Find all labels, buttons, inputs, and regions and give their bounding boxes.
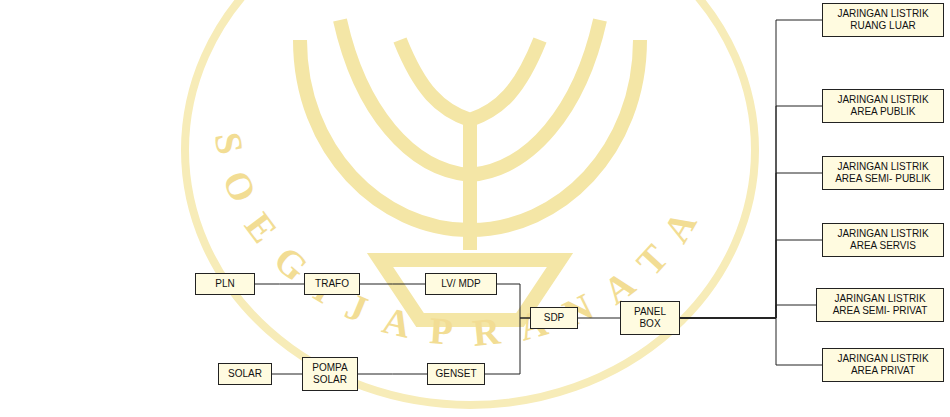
network-box: JARINGAN LISTRIK RUANG LUAR xyxy=(822,3,944,37)
box-label: LV/ MDP xyxy=(441,278,480,290)
network-box: JARINGAN LISTRIK AREA SEMI- PUBLIK xyxy=(822,156,944,190)
box-label: GENSET xyxy=(435,368,476,380)
component-box: GENSET xyxy=(427,363,485,385)
wire-connector xyxy=(485,318,530,374)
wire-connector xyxy=(360,284,425,285)
box-label: JARINGAN LISTRIK AREA PUBLIK xyxy=(827,94,939,118)
box-label: JARINGAN LISTRIK AREA SEMI- PRIVAT xyxy=(821,293,939,317)
wire-connector xyxy=(255,284,304,285)
network-box: JARINGAN LISTRIK AREA SERVIS xyxy=(822,223,944,257)
box-label: PANEL BOX xyxy=(625,306,675,330)
logo-shape xyxy=(300,20,640,320)
logo-ring xyxy=(185,0,755,405)
component-box: PLN xyxy=(195,273,255,295)
box-label: PLN xyxy=(215,278,234,290)
wire-connector xyxy=(578,318,620,319)
watermark-text: SOEGIJAPRANATA xyxy=(207,129,716,354)
box-label: POMPA SOLAR xyxy=(307,362,353,386)
box-label: SDP xyxy=(544,312,565,324)
component-box: PANEL BOX xyxy=(620,301,680,335)
box-label: JARINGAN LISTRIK RUANG LUAR xyxy=(827,8,939,32)
box-label: JARINGAN LISTRIK AREA SEMI- PUBLIK xyxy=(827,161,939,185)
watermark-text-group: SOEGIJAPRANATA xyxy=(207,129,716,354)
wire-connector xyxy=(680,20,822,318)
box-label: JARINGAN LISTRIK AREA PRIVAT xyxy=(827,353,939,377)
component-box: POMPA SOLAR xyxy=(302,357,358,391)
wire-connector xyxy=(680,318,822,365)
wire-connector xyxy=(680,173,822,318)
box-label: JARINGAN LISTRIK AREA SERVIS xyxy=(827,228,939,252)
wire-connector xyxy=(680,240,822,318)
network-box: JARINGAN LISTRIK AREA SEMI- PRIVAT xyxy=(816,288,944,322)
wire-connector xyxy=(680,305,816,318)
component-box: TRAFO xyxy=(304,273,360,295)
box-label: TRAFO xyxy=(315,278,349,290)
wire-connector xyxy=(497,284,530,318)
wire-connector xyxy=(680,106,822,318)
wire-connector xyxy=(272,374,302,375)
network-box: JARINGAN LISTRIK AREA PUBLIK xyxy=(822,89,944,123)
box-label: SOLAR xyxy=(228,368,262,380)
network-box: JARINGAN LISTRIK AREA PRIVAT xyxy=(822,348,944,382)
component-box: LV/ MDP xyxy=(425,273,497,295)
component-box: SDP xyxy=(530,307,578,329)
wire-connector xyxy=(358,374,427,375)
component-box: SOLAR xyxy=(218,363,272,385)
